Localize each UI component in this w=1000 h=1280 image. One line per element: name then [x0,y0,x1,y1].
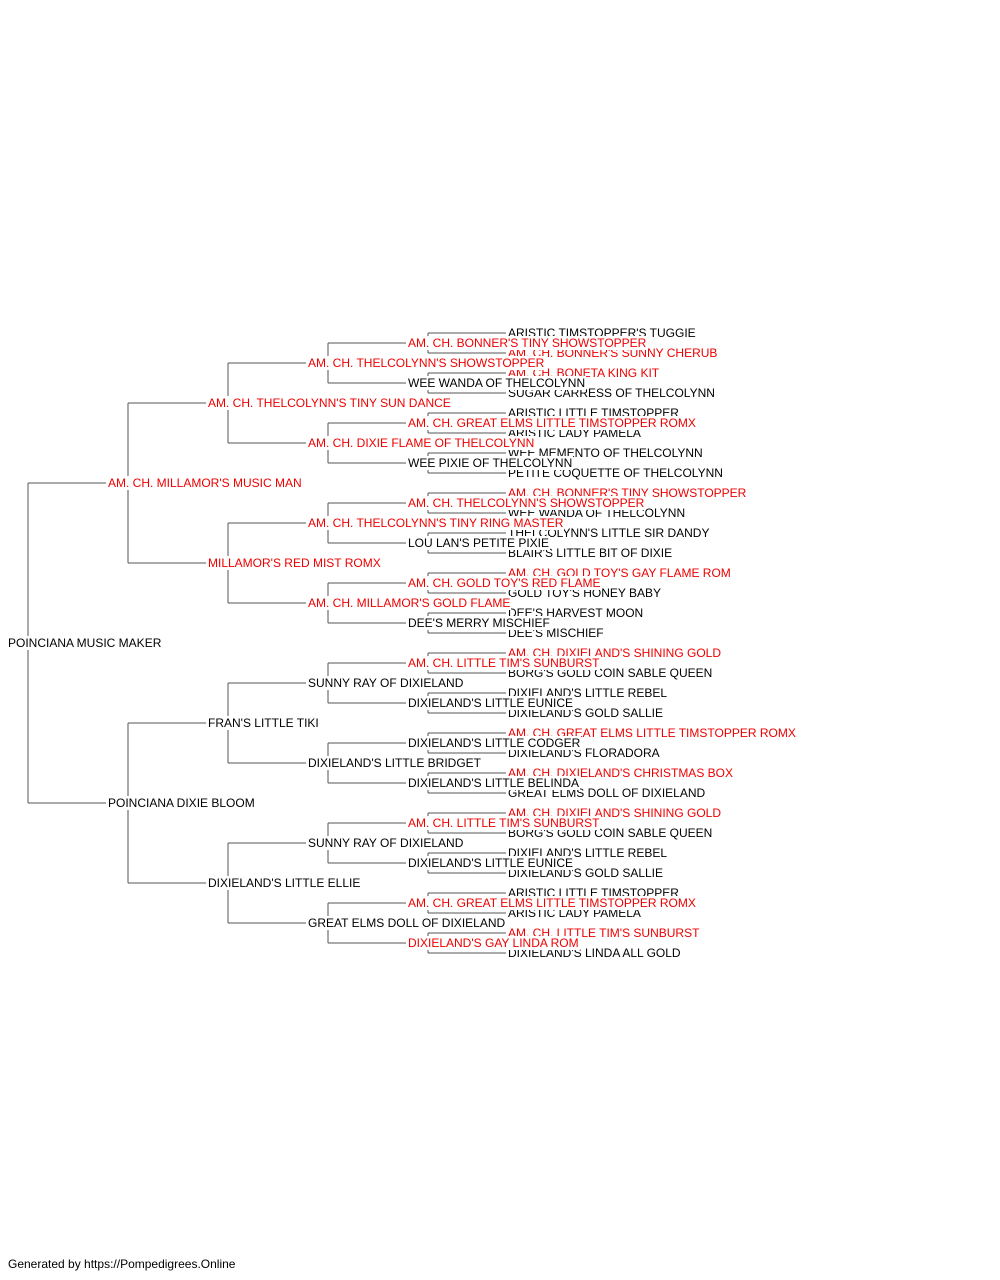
sire-dam-name: MILLAMOR'S RED MIST ROMX [207,556,382,570]
sire-name: AM. CH. MILLAMOR'S MUSIC MAN [107,476,303,490]
dam-dam-sire-name: SUNNY RAY OF DIXIELAND [307,836,465,850]
dam-name: POINCIANA DIXIE BLOOM [107,796,256,810]
dam-sire-dam-dam-name: DIXIELAND'S LITTLE BELINDA [407,776,581,790]
sire-sire-sire-dam-name: WEE WANDA OF THELCOLYNN [407,376,587,390]
dam-sire-name: FRAN'S LITTLE TIKI [207,716,320,730]
sire-sire-name: AM. CH. THELCOLYNN'S TINY SUN DANCE [207,396,452,410]
dam-sire-dam-sire-name: DIXIELAND'S LITTLE CODGER [407,736,582,750]
sire-sire-dam-sire-name: AM. CH. GREAT ELMS LITTLE TIMSTOPPER ROM… [407,416,697,430]
sire-dam-sire-dam-name: LOU LAN'S PETITE PIXIE [407,536,550,550]
sire-sire-dam-name: AM. CH. DIXIE FLAME OF THELCOLYNN [307,436,536,450]
sire-dam-dam-name: AM. CH. MILLAMOR'S GOLD FLAME [307,596,512,610]
dam-dam-sire-dam-name: DIXIELAND'S LITTLE EUNICE [407,856,574,870]
sire-dam-sire-sire-name: AM. CH. THELCOLYNN'S SHOWSTOPPER [407,496,646,510]
dam-dam-sire-sire-name: AM. CH. LITTLE TIM'S SUNBURST [407,816,601,830]
sire-sire-sire-name: AM. CH. THELCOLYNN'S SHOWSTOPPER [307,356,546,370]
dam-dam-dam-sire-name: AM. CH. GREAT ELMS LITTLE TIMSTOPPER ROM… [407,896,697,910]
footer-credit: Generated by https://Pompedigrees.Online [8,1257,236,1271]
sire-sire-sire-sire-name: AM. CH. BONNER'S TINY SHOWSTOPPER [407,336,648,350]
dam-sire-sire-name: SUNNY RAY OF DIXIELAND [307,676,465,690]
sire-dam-sire-name: AM. CH. THELCOLYNN'S TINY RING MASTER [307,516,565,530]
dam-dam-dam-dam-name: DIXIELAND'S GAY LINDA ROM [407,936,580,950]
sire-sire-dam-dam-name: WEE PIXIE OF THELCOLYNN [407,456,574,470]
sire-dam-dam-dam-name: DEE'S MERRY MISCHIEF [407,616,551,630]
dam-dam-name: DIXIELAND'S LITTLE ELLIE [207,876,362,890]
subject-name: POINCIANA MUSIC MAKER [7,636,163,650]
sire-dam-dam-sire-name: AM. CH. GOLD TOY'S RED FLAME [407,576,602,590]
dam-sire-sire-dam-name: DIXIELAND'S LITTLE EUNICE [407,696,574,710]
dam-dam-dam-name: GREAT ELMS DOLL OF DIXIELAND [307,916,507,930]
dam-sire-dam-name: DIXIELAND'S LITTLE BRIDGET [307,756,482,770]
dam-sire-sire-sire-name: AM. CH. LITTLE TIM'S SUNBURST [407,656,601,670]
